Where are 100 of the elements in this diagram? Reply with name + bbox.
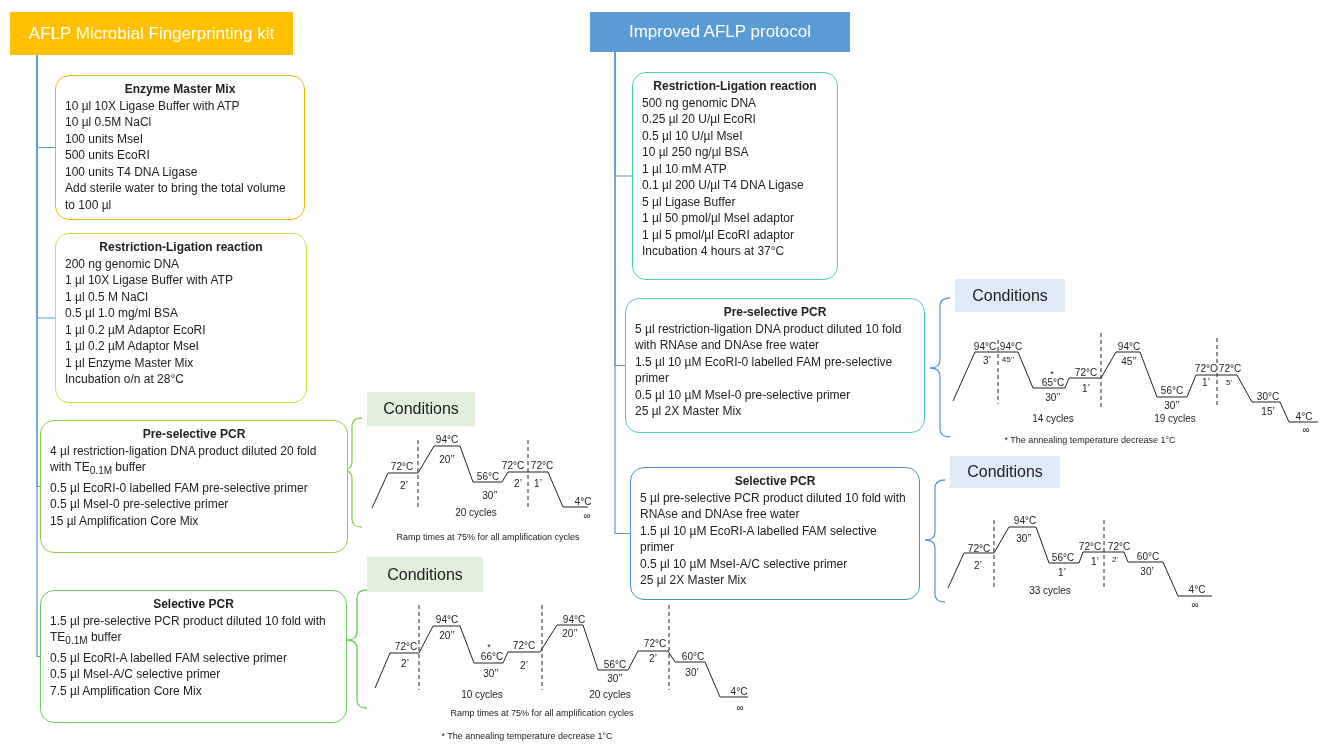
temperature-label: 94°C xyxy=(1013,514,1037,526)
section-header xyxy=(590,12,850,52)
reagent-line: 200 ng genomic DNA xyxy=(65,255,181,272)
cycle-count-label: 19 cycles xyxy=(1154,412,1196,424)
temperature-label: 65°C xyxy=(1041,376,1065,388)
box-heading: Restriction-Ligation reaction xyxy=(652,78,818,95)
box-heading: Pre-selective PCR xyxy=(141,426,247,443)
reagent-line: 4 µl restriction-ligation DNA product diluted 20 fold with TE$_{0.1M}$ buffer xyxy=(50,442,318,479)
reagent-line: 100 units T4 DNA Ligase xyxy=(65,163,199,180)
temperature-label: 4°C xyxy=(1188,583,1206,595)
reagent-line: 500 units EcoRI xyxy=(65,147,151,164)
temperature-label: 72°C xyxy=(512,639,536,651)
reagent-line: Add sterile water to bring the total volume to 100 µl xyxy=(65,180,287,213)
temperature-label: 72°C xyxy=(390,460,414,472)
reagent-line: 1 µl 50 pmol/µl MseI adaptor xyxy=(642,210,795,227)
tab-title: Conditions xyxy=(967,463,1043,481)
protocol-box xyxy=(55,233,307,403)
temperature-label: 72°C xyxy=(1074,366,1098,378)
duration-label: 30’’ xyxy=(1164,399,1180,411)
tab-title: Conditions xyxy=(383,400,459,418)
reagent-line: 1.5 µl 10 µM EcoRI-0 labelled FAM pre-selective primer xyxy=(635,353,894,387)
temperature-label: 94°C xyxy=(999,340,1023,352)
temperature-label: 72°C xyxy=(394,640,418,652)
temperature-label: 72°C xyxy=(501,459,525,471)
infinity-label: ∞ xyxy=(583,509,591,521)
reagent-line: 1.5 µl pre-selective PCR product diluted 10 fold with TE$_{0.1M}$ buffer xyxy=(50,612,327,649)
temperature-label: 72°C xyxy=(967,542,991,554)
protocol-box xyxy=(40,420,348,553)
reagent-line: 5 µl Ligase Buffer xyxy=(642,193,737,210)
duration-label: 1’ xyxy=(1091,555,1099,567)
cycle-count-label: 33 cycles xyxy=(1029,584,1071,596)
duration-label: 20’’ xyxy=(439,629,455,641)
reagent-line: 1 µl 5 pmol/µl EcoRI adaptor xyxy=(642,226,795,243)
box-heading: Selective PCR xyxy=(152,596,235,613)
temperature-label: 56°C xyxy=(1051,551,1075,563)
connector-line xyxy=(614,51,631,535)
cycle-count-label: 20 cycles xyxy=(455,506,497,518)
infinity-label: ∞ xyxy=(1302,423,1310,435)
box-heading: Enzyme Master Mix xyxy=(123,81,237,98)
header-title: Improved AFLP protocol xyxy=(628,22,812,42)
duration-label: 1’ xyxy=(1202,376,1210,388)
reagent-line: 10 µl 10X Ligase Buffer with ATP xyxy=(65,97,241,114)
duration-label: 30’’ xyxy=(483,667,499,679)
tab-title: Conditions xyxy=(972,286,1048,305)
reagent-line: 0.5 µl 10 µM MseI-A/C selective primer xyxy=(640,555,849,572)
duration-label: 45’’ xyxy=(1121,355,1137,367)
reagent-line: 0.5 µl EcoRI-0 labelled FAM pre-selective primer xyxy=(50,479,309,497)
duration-label: 20’’ xyxy=(439,453,455,465)
conditions-tab xyxy=(955,279,1065,312)
temperature-label: 94°C xyxy=(435,613,459,625)
temperature-label: 72°C xyxy=(1078,540,1102,552)
reagent-line: 1 µl 0.2 µM Adaptor EcoRI xyxy=(65,321,207,338)
duration-label: 20’’ xyxy=(562,627,578,639)
reagent-line: 1 µl Enzyme Master Mix xyxy=(65,354,195,371)
tab-title: Conditions xyxy=(387,565,463,584)
reagent-line: 10 µl 0.5M NaCl xyxy=(65,114,153,131)
duration-label: 2’ xyxy=(401,657,409,669)
temperature-label: 72°C xyxy=(1107,540,1131,552)
asterisk-mark: * xyxy=(487,641,491,652)
box-heading: Pre-selective PCR xyxy=(722,304,828,321)
temperature-label: 60°C xyxy=(1136,550,1160,562)
temperature-label: 56°C xyxy=(1160,384,1184,396)
reagent-line: 0.5 µl EcoRI-A labelled FAM selective primer xyxy=(50,649,288,667)
infinity-label: ∞ xyxy=(736,701,744,713)
duration-label: 30’ xyxy=(685,666,699,678)
reagent-line: 25 µl 2X Master Mix xyxy=(635,403,743,420)
reagent-line: 1 µl 10 mM ATP xyxy=(642,160,728,177)
section-header xyxy=(10,12,293,55)
temperature-label: 72°C xyxy=(1194,362,1218,374)
reagent-line: 100 units MseI xyxy=(65,130,145,147)
duration-label: 1’ xyxy=(1082,382,1090,394)
reagent-line: 0.5 µl 10 U/µl MseI xyxy=(642,127,744,144)
duration-label: 2’ xyxy=(514,477,522,489)
header-title: AFLP Microbial Fingerprinting kit xyxy=(28,23,275,44)
reagent-line: 0.5 µl 10 µM MseI-0 pre-selective primer xyxy=(635,386,852,403)
reagent-line: 0.5 µl 1.0 mg/ml BSA xyxy=(65,305,179,322)
cycle-count-label: 20 cycles xyxy=(589,688,631,700)
note: * The annealing temperature decrease 1°C xyxy=(1004,434,1176,446)
duration-label: 2’ xyxy=(974,559,982,571)
duration-label: 30’’ xyxy=(1045,391,1061,403)
note: * The annealing temperature decrease 1°C xyxy=(441,730,613,742)
note: Ramp times at 75% for all amplification cycles xyxy=(396,531,580,543)
reagent-line: 1 µl 0.5 M NaCl xyxy=(65,288,149,305)
temperature-label: 94°C xyxy=(973,340,997,352)
temperature-label: 94°C xyxy=(562,613,586,625)
duration-label: 15’ xyxy=(1261,405,1275,417)
reagent-line: 0.1 µl 200 U/µl T4 DNA Ligase xyxy=(642,177,805,194)
temperature-label: 56°C xyxy=(603,658,627,670)
temperature-label: 66°C xyxy=(480,650,504,662)
temperature-label: 4°C xyxy=(730,685,748,697)
reagent-line: Incubation o/n at 28°C xyxy=(65,371,185,388)
connector-line xyxy=(36,54,41,658)
protocol-box xyxy=(40,590,347,723)
conditions-tab xyxy=(950,456,1060,488)
cycle-count-label: 10 cycles xyxy=(461,688,503,700)
temperature-label: 30°C xyxy=(1256,390,1280,402)
duration-label: 2’ xyxy=(649,652,657,664)
reagent-line: 7.5 µl Amplification Core Mix xyxy=(50,682,203,700)
duration-label: 1’ xyxy=(534,477,542,489)
reagent-line: 5 µl restriction-ligation DNA product diluted 10 fold with RNAse and DNAse free water xyxy=(635,320,903,354)
